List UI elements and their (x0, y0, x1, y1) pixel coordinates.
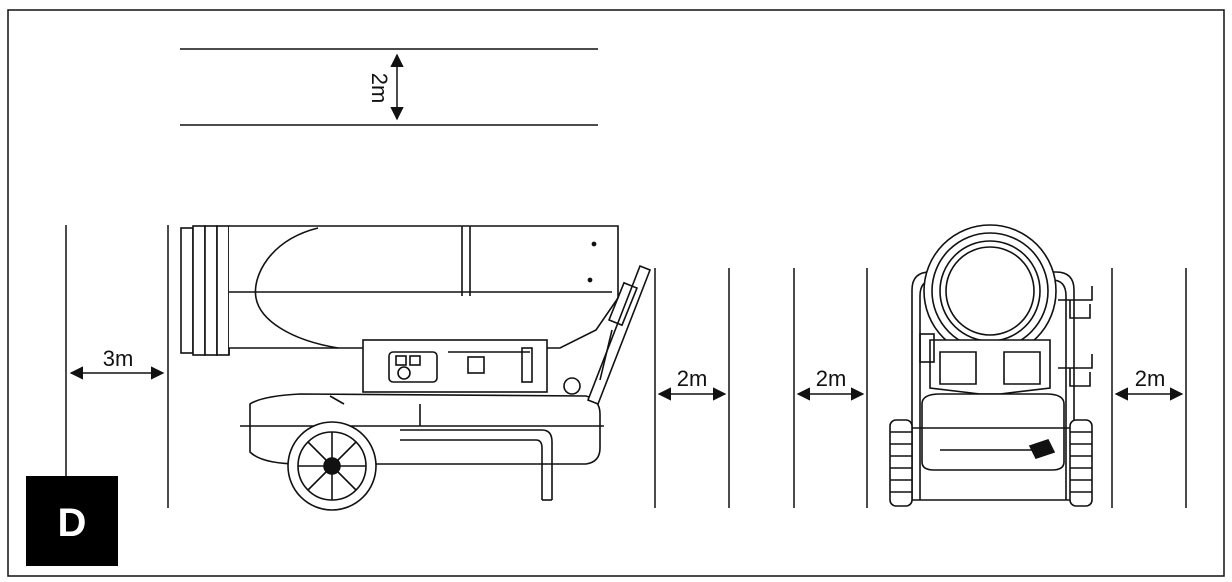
frame-leg-inner (400, 439, 543, 500)
push-handle (586, 264, 652, 406)
clearance-side-right: 2m (1111, 268, 1187, 508)
front-side-plate (919, 333, 935, 363)
front-fuel-cap (1028, 439, 1056, 459)
handle-cable (599, 329, 613, 381)
control-box-handle (521, 347, 533, 383)
panel-letter: D (58, 501, 87, 545)
wheel-spoke-5 (307, 441, 327, 461)
front-hook-lower (1058, 354, 1093, 387)
wheel-spoke-7 (337, 441, 357, 461)
heater-side-view (180, 225, 652, 511)
tube-rivet-2 (587, 277, 593, 283)
diagram-border (7, 9, 1225, 577)
wheel-spoke-6 (337, 471, 357, 491)
panel-badge-bg (26, 476, 118, 566)
front-wheel-right (1069, 419, 1093, 507)
intake-ring-2 (192, 225, 206, 356)
intake-ring-3 (204, 225, 218, 356)
heater-front-view (889, 224, 1093, 507)
tube-cone-curve (254, 227, 339, 349)
handle-grip (607, 281, 639, 327)
control-thermostat (467, 356, 485, 374)
clearance-rear: 3m (65, 225, 169, 508)
intake-ring-1 (180, 227, 194, 354)
front-fuel-tank (921, 393, 1065, 471)
side-wheel-hub (323, 457, 341, 475)
clearance-above: 2m (180, 48, 598, 126)
front-control-bracket (929, 339, 1051, 395)
tank-detail-1 (329, 395, 345, 405)
front-clearance-label: 2m (677, 366, 708, 391)
burner-tube (229, 225, 619, 349)
control-box (362, 339, 548, 393)
rear-clearance-label: 3m (103, 346, 134, 371)
above-clearance-label: 2m (367, 73, 392, 104)
fuel-cap (563, 377, 581, 395)
control-knob (397, 366, 411, 380)
side-right-clearance-label: 2m (1135, 366, 1166, 391)
outlet-ring-outer (923, 224, 1057, 358)
panel-badge: D (26, 476, 118, 566)
control-panel-display (388, 351, 438, 383)
front-wheel-left (889, 419, 913, 507)
intake-ring-4 (216, 225, 230, 356)
clearance-front: 2m (654, 268, 730, 508)
control-switch-1 (395, 355, 407, 366)
frame-leg-outer (400, 429, 553, 500)
front-hook-upper (1058, 286, 1093, 319)
front-bracket-panel-right (1003, 351, 1041, 385)
outlet-opening (945, 246, 1035, 336)
tube-rivet-1 (591, 241, 597, 247)
clearance-side-left: 2m (793, 268, 868, 508)
front-bracket-panel-left (939, 351, 977, 385)
side-left-clearance-label: 2m (816, 366, 847, 391)
control-switch-2 (409, 355, 421, 366)
wheel-spoke-8 (307, 471, 327, 491)
